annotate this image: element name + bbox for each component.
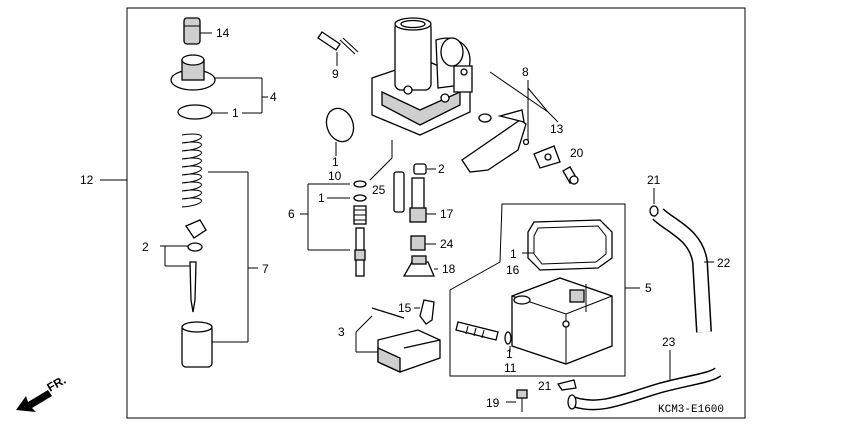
o-ring-1e <box>504 331 512 352</box>
float-chamber <box>511 277 613 365</box>
callout-21-bottom: 21 <box>538 379 552 393</box>
callout-18: 18 <box>442 262 456 276</box>
callout-22: 22 <box>717 256 731 270</box>
clip-21b <box>556 379 577 391</box>
callout-19: 19 <box>486 396 500 410</box>
callout-20: 20 <box>570 146 584 160</box>
callout-1-body: 1 <box>332 155 339 169</box>
gasket-16 <box>522 219 613 271</box>
callout-5: 5 <box>645 281 652 295</box>
float-valve-18 <box>402 255 438 277</box>
jet-stack <box>300 180 367 277</box>
callout-11: 11 <box>504 361 517 375</box>
needle-jet-set <box>393 163 436 251</box>
callout-1-oring: 1 <box>232 106 239 120</box>
front-direction-arrow-icon <box>16 390 52 412</box>
screw-9 <box>317 31 359 66</box>
callout-24: 24 <box>440 237 454 251</box>
jet-needle <box>189 261 197 313</box>
diagram-frame <box>126 7 746 419</box>
spring-7 <box>181 133 258 343</box>
callout-1-gasket: 1 <box>510 247 517 261</box>
callout-9: 9 <box>332 67 339 81</box>
callout-1-drain: 1 <box>506 347 513 361</box>
callout-8: 8 <box>522 65 529 79</box>
callout-21-top: 21 <box>647 173 661 187</box>
o-ring-1 <box>177 104 262 120</box>
throttle-valve <box>181 321 213 368</box>
clip-21a <box>649 188 659 217</box>
o-ring-10 <box>325 107 355 156</box>
callout-15: 15 <box>398 301 412 315</box>
callout-10: 10 <box>328 169 342 183</box>
callout-14: 14 <box>216 26 230 40</box>
holder-13 <box>533 145 561 169</box>
callout-23: 23 <box>662 335 676 349</box>
callout-6: 6 <box>288 207 295 221</box>
drain-screw <box>455 321 499 341</box>
callout-4: 4 <box>270 90 277 104</box>
callout-12: 12 <box>80 173 94 187</box>
callout-2-clip: 2 <box>142 240 149 254</box>
drain-tube-23 <box>567 350 722 411</box>
diagram-code: KCM3-E1600 <box>658 404 724 416</box>
callout-17: 17 <box>440 207 454 221</box>
tube-22 <box>652 207 714 333</box>
screw-20 <box>562 166 579 185</box>
screw-19 <box>506 389 528 412</box>
callout-16: 16 <box>506 263 520 277</box>
callout-13: 13 <box>550 122 564 136</box>
callout-7: 7 <box>262 262 269 276</box>
float-3 <box>355 307 441 374</box>
callout-25: 25 <box>372 183 386 197</box>
cap-14 <box>183 17 212 45</box>
carburetor-body <box>371 17 473 136</box>
bracket-8 <box>461 71 559 173</box>
callout-2-jet: 2 <box>438 162 445 176</box>
callout-1-washer: 1 <box>318 191 325 205</box>
callout-3: 3 <box>338 325 345 339</box>
valve-15 <box>414 299 435 325</box>
clip-plate-2 <box>160 219 207 267</box>
top-nut-4 <box>170 54 268 113</box>
